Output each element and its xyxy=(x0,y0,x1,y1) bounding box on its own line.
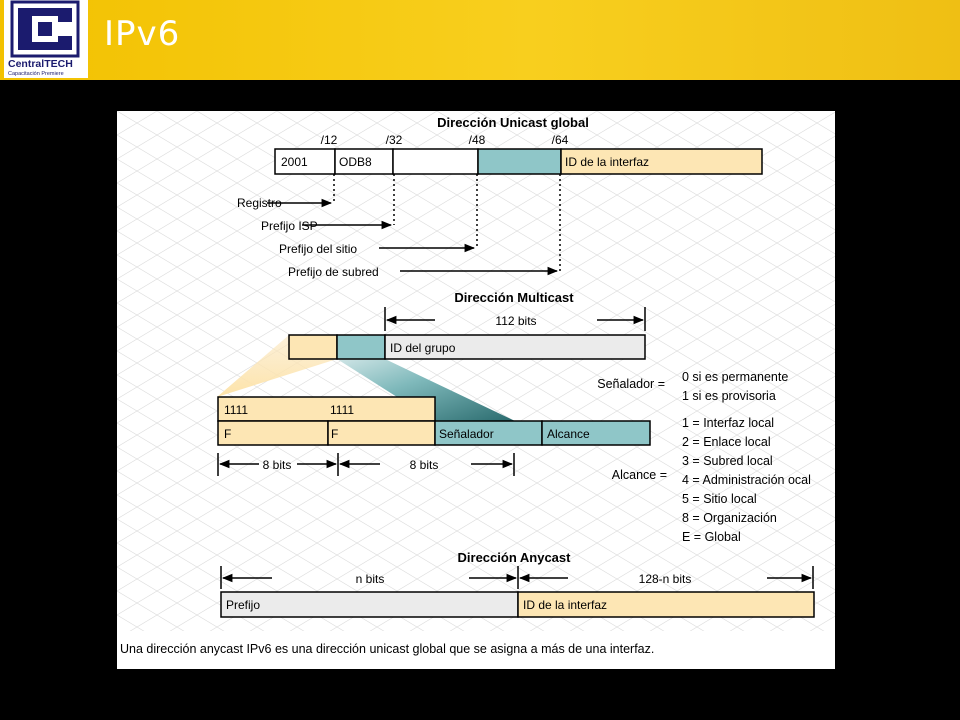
mc-row1 xyxy=(217,396,436,422)
tick-32: /32 xyxy=(386,133,403,147)
mc-prefix-field xyxy=(288,334,338,360)
field-2001 xyxy=(274,148,336,175)
scope-value-3: 3 = Subred local xyxy=(682,454,773,468)
anycast-interface-label: ID de la interfaz xyxy=(523,598,607,612)
anycast-caption: Una dirección anycast IPv6 es una direcc… xyxy=(120,642,654,656)
field-site xyxy=(392,148,479,175)
slide-title: IPv6 xyxy=(104,14,181,54)
anycast-bit-arrows xyxy=(220,566,814,589)
label-interface-id: ID de la interfaz xyxy=(565,155,649,169)
header-bar: CentralTECH Capacitación Premiere IPv6 xyxy=(0,0,960,80)
scope-value-8: 8 = Organización xyxy=(682,511,777,525)
mc-row2-f1 xyxy=(217,420,329,446)
tick-64: /64 xyxy=(552,133,569,147)
projection-teal xyxy=(337,359,515,421)
row2-flag: Señalador xyxy=(439,427,494,441)
mc-row2-flag xyxy=(434,420,543,446)
background-grid xyxy=(117,111,835,631)
mc-row2-f2 xyxy=(327,420,436,446)
flag-legend-label: Señalador = xyxy=(597,377,665,391)
label-group-id: ID del grupo xyxy=(390,341,456,355)
label-2001: 2001 xyxy=(281,155,308,169)
multicast-title: Dirección Multicast xyxy=(454,290,574,305)
prefix-dotted-lines xyxy=(333,174,561,271)
bits8-arrows xyxy=(217,453,515,476)
unicast-title: Dirección Unicast global xyxy=(437,115,589,130)
label-registro: Registro xyxy=(237,196,282,210)
bits112-label: 112 bits xyxy=(495,314,536,328)
logo-text: CentralTECH xyxy=(8,58,73,70)
scope-value-2: 2 = Enlace local xyxy=(682,435,771,449)
logo-tagline: Capacitación Premiere xyxy=(8,71,64,77)
scope-value-e: E = Global xyxy=(682,530,741,544)
label-prefijo-isp: Prefijo ISP xyxy=(261,219,318,233)
scope-value-4: 4 = Administración ocal xyxy=(682,473,811,487)
centraltech-logo: CentralTECH Capacitación Premiere xyxy=(4,0,88,78)
flag-value-1: 1 si es provisoria xyxy=(682,389,776,403)
row2-b: F xyxy=(331,427,338,441)
field-odb8 xyxy=(334,148,394,175)
anycast-title: Dirección Anycast xyxy=(458,550,572,565)
mc-row2-scope xyxy=(541,420,651,446)
bits8-b: 8 bits xyxy=(410,458,439,472)
row1-a: 1111 xyxy=(224,403,248,417)
field-subnet xyxy=(477,148,562,175)
mc-group-id-field xyxy=(384,334,646,360)
anycast-interface-field xyxy=(517,591,815,618)
anycast-prefix-label: Prefijo xyxy=(226,598,260,612)
ipv6-diagram-panel: Dirección Unicast global /12 /32 /48 /64… xyxy=(117,111,835,669)
scope-value-1: 1 = Interfaz local xyxy=(682,416,774,430)
anycast-n-bits: n bits xyxy=(356,572,385,586)
row2-a: F xyxy=(224,427,231,441)
anycast-rest-bits: 128-n bits xyxy=(639,572,692,586)
row1-b: 1111 xyxy=(330,403,354,417)
tick-48: /48 xyxy=(469,133,486,147)
tick-12: /12 xyxy=(321,133,338,147)
scope-value-5: 5 = Sitio local xyxy=(682,492,757,506)
field-interface-id xyxy=(560,148,763,175)
scope-legend-label: Alcance = xyxy=(612,468,667,482)
mc-flag-scope-field xyxy=(336,334,386,360)
row2-scope: Alcance xyxy=(547,427,590,441)
label-odb8: ODB8 xyxy=(339,155,372,169)
prefix-arrows xyxy=(267,198,559,276)
label-prefijo-sitio: Prefijo del sitio xyxy=(279,242,357,256)
flag-value-0: 0 si es permanente xyxy=(682,370,788,384)
bits8-a: 8 bits xyxy=(263,458,292,472)
anycast-prefix-field xyxy=(220,591,519,618)
label-prefijo-subred: Prefijo de subred xyxy=(288,265,379,279)
